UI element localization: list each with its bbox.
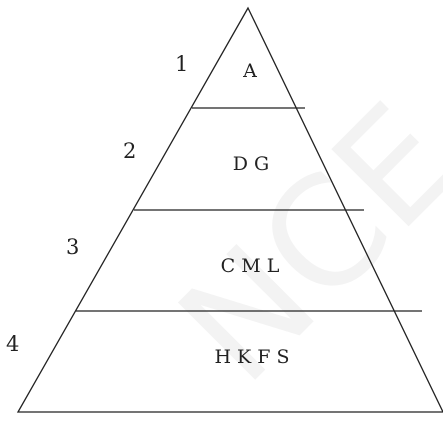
level-number-2: 2	[123, 139, 136, 163]
level-number-4: 4	[6, 332, 19, 356]
tier-4-letters: H K F S	[214, 346, 289, 368]
watermark: NCE	[147, 72, 443, 415]
tier-3-letters: C M L	[221, 255, 280, 277]
level-number-1: 1	[175, 52, 188, 76]
level-number-3: 3	[66, 235, 79, 259]
tier-1-letters: A	[242, 60, 257, 82]
tier-2-letters: D G	[233, 153, 269, 175]
